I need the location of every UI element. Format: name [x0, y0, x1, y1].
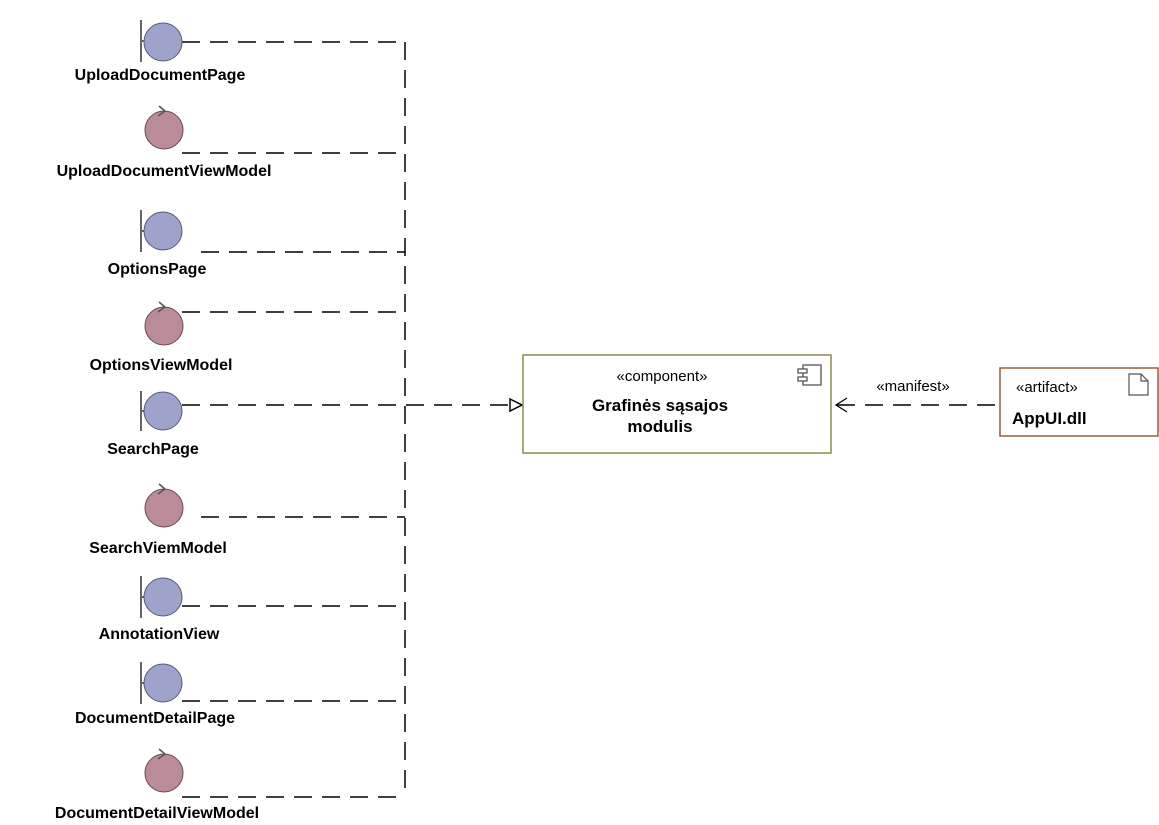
control-icon	[144, 753, 184, 793]
component-grafines-sasajos-modulis[interactable]: «component» Grafinės sąsajos modulis	[522, 354, 832, 454]
control-options-view-model[interactable]: OptionsViewModel	[90, 301, 233, 374]
dependency-arrowhead	[834, 397, 848, 413]
element-label: OptionsPage	[108, 261, 207, 278]
document-icon	[1128, 373, 1149, 396]
component-stereotype: «component»	[617, 368, 708, 385]
element-label: DocumentDetailPage	[75, 710, 235, 727]
element-label: SearchViemModel	[89, 540, 227, 557]
realization-connectors	[182, 41, 524, 798]
control-document-detail-view-model[interactable]: DocumentDetailViewModel	[55, 748, 259, 822]
element-label: AnnotationView	[99, 626, 220, 643]
element-label: DocumentDetailViewModel	[55, 805, 259, 822]
component-name-line2: modulis	[627, 417, 692, 436]
boundary-icon	[143, 663, 183, 703]
realization-arrowhead	[509, 397, 524, 413]
control-icon	[144, 306, 184, 346]
artifact-appui-dll[interactable]: «artifact» AppUI.dll	[999, 367, 1159, 437]
boundary-options-page[interactable]: OptionsPage	[108, 210, 207, 278]
artifact-stereotype: «artifact»	[1016, 379, 1078, 396]
control-upload-document-view-model[interactable]: UploadDocumentViewModel	[57, 105, 272, 180]
component-name-line1: Grafinės sąsajos	[592, 396, 728, 415]
boundary-search-page[interactable]: SearchPage	[107, 391, 199, 458]
element-label: UploadDocumentPage	[75, 67, 246, 84]
boundary-upload-document-page[interactable]: UploadDocumentPage	[75, 20, 246, 84]
boundary-icon	[143, 22, 183, 62]
boundary-document-detail-page[interactable]: DocumentDetailPage	[75, 662, 235, 727]
control-icon	[144, 110, 184, 150]
manifest-label: «manifest»	[876, 378, 949, 395]
control-search-viem-model[interactable]: SearchViemModel	[89, 483, 227, 557]
boundary-annotation-view[interactable]: AnnotationView	[99, 576, 220, 643]
boundary-icon	[143, 391, 183, 431]
element-label: OptionsViewModel	[90, 357, 233, 374]
artifact-name: AppUI.dll	[1012, 409, 1087, 428]
manifest-dependency[interactable]: «manifest»	[834, 378, 995, 413]
boundary-icon	[143, 211, 183, 251]
control-icon	[144, 488, 184, 528]
component-icon	[797, 364, 822, 386]
element-label: UploadDocumentViewModel	[57, 163, 272, 180]
element-label: SearchPage	[107, 441, 199, 458]
boundary-icon	[143, 577, 183, 617]
